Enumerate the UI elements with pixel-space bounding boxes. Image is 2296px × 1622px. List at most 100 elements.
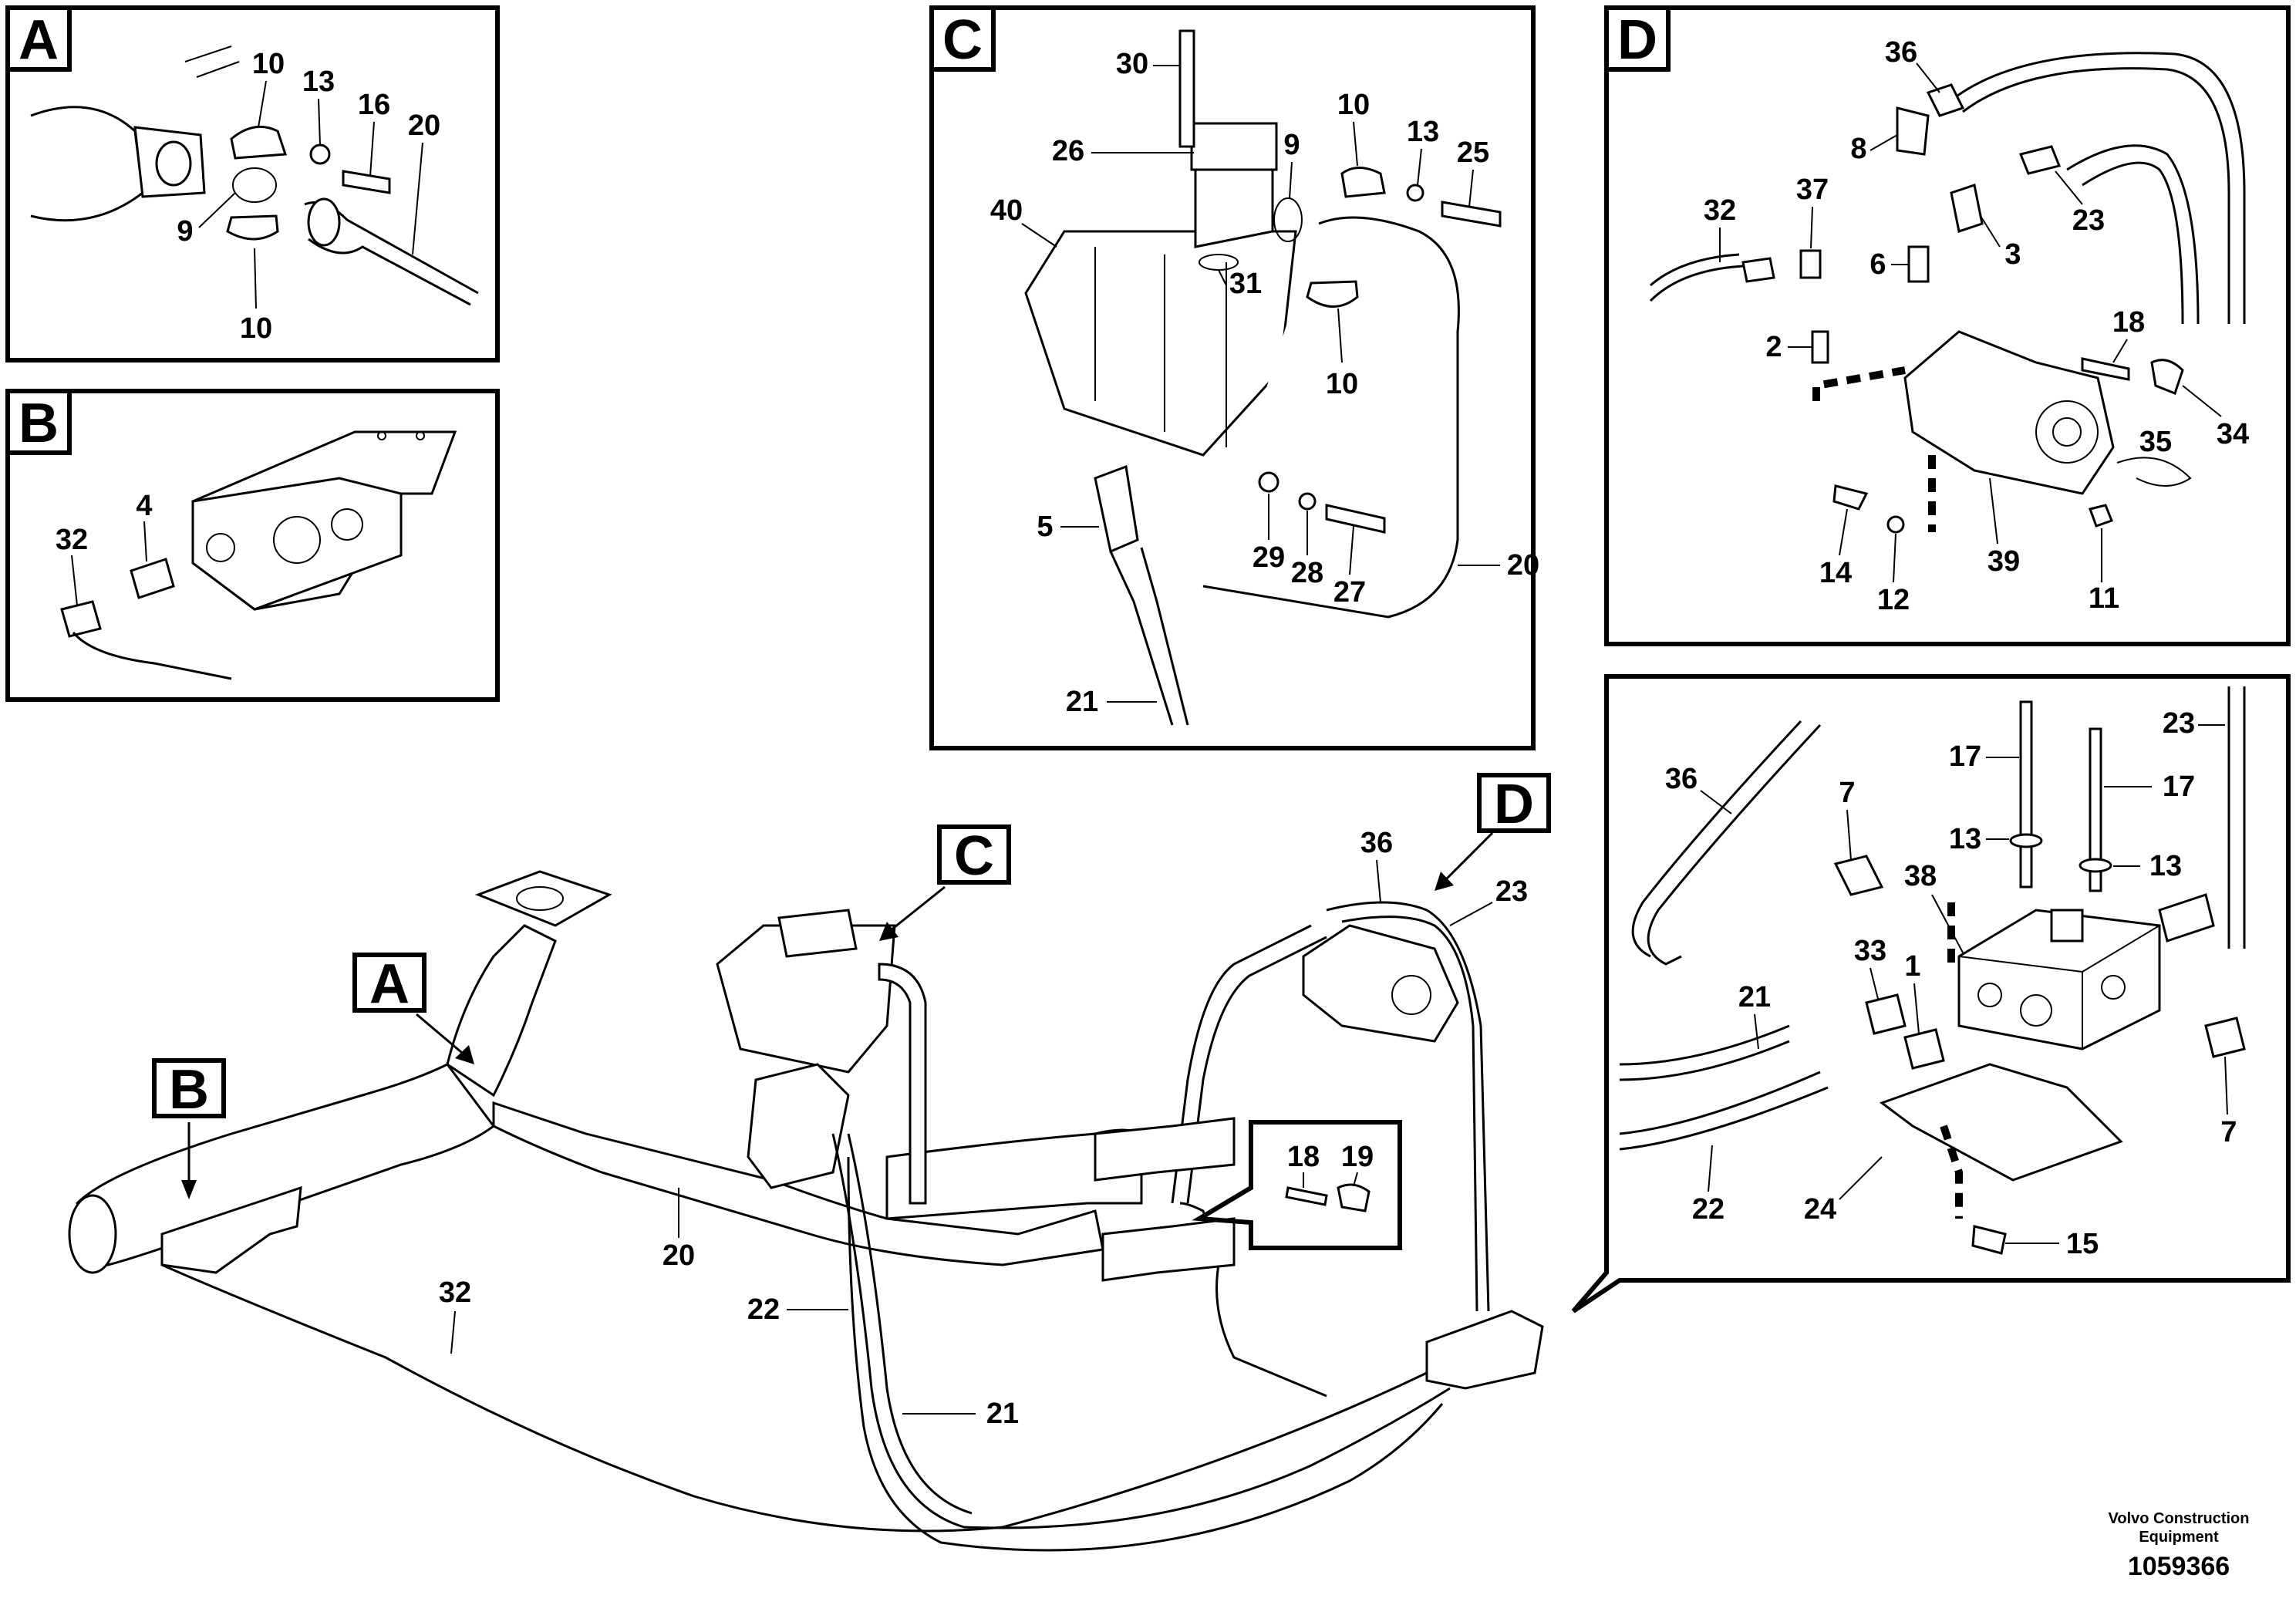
callout-d-2: 2	[1765, 331, 1782, 363]
detail-panel-a: A 10 13 16 20 9 10	[5, 5, 500, 363]
panel-a-letter: A	[19, 9, 59, 71]
leader-line	[1893, 533, 1896, 583]
hose-20	[492, 1101, 1104, 1266]
leader-line	[1700, 790, 1732, 814]
hydraulic-motor	[1302, 924, 1459, 1043]
gear-pump-40	[1024, 230, 1297, 457]
callout-c-20: 20	[1507, 549, 1539, 582]
leader-line	[1989, 477, 1998, 545]
leader-line	[1353, 121, 1358, 167]
hose-fitting	[307, 197, 341, 247]
adapter-37	[1799, 249, 1822, 279]
marker-b-letter: B	[169, 1059, 209, 1121]
valve-port	[2020, 994, 2052, 1027]
clamp-19	[1337, 1183, 1371, 1212]
main-assembly: C D A B 18 19	[68, 773, 1551, 1552]
pump-sections	[1094, 247, 1227, 447]
callout-d-8: 8	[1850, 133, 1866, 165]
elbow-5	[1094, 464, 1139, 554]
elbow-7b	[2204, 1017, 2246, 1058]
callout-b-32: 32	[56, 524, 88, 556]
leader-line	[1708, 1145, 1713, 1192]
panel-valve-frame	[1571, 674, 2291, 1313]
leader-line	[1931, 894, 1964, 953]
flange-port	[155, 140, 192, 187]
valve-block	[1425, 1310, 1544, 1390]
marker-d-box	[1477, 773, 1551, 833]
exhaust-flange	[474, 870, 612, 927]
leader-line	[2112, 339, 2128, 363]
panel-d-frame	[1604, 5, 2291, 646]
bolt-16	[342, 170, 391, 194]
pump-mount	[747, 1063, 850, 1189]
leader-line	[1021, 223, 1057, 248]
callout-e-33: 33	[1854, 935, 1886, 967]
hose-23-e	[2227, 686, 2246, 949]
callout-main-19: 19	[1341, 1141, 1374, 1173]
fitting-36	[1926, 83, 1965, 117]
fitting-2	[1811, 330, 1829, 364]
clamp-10-bottom	[1306, 280, 1359, 308]
leader-line	[1870, 967, 1879, 1000]
hose-21-c	[1109, 547, 1189, 726]
tube-end	[68, 1194, 117, 1274]
marker-b-box	[152, 1058, 226, 1118]
o-ring-9	[232, 167, 277, 203]
block-port-1	[206, 533, 235, 562]
cable-tie-35	[2116, 457, 2192, 487]
hose-end-32-d	[1741, 257, 1775, 283]
bolt-17b	[2089, 727, 2102, 892]
valve-port	[1977, 983, 2002, 1007]
screw-18	[2081, 357, 2130, 381]
marker-d: D	[1435, 773, 1551, 891]
leader-line	[450, 1310, 456, 1354]
adapter-33	[1865, 993, 1907, 1035]
marker-arrow	[416, 1013, 467, 1058]
callout-a-16: 16	[358, 89, 390, 121]
panel-d-letter-box	[1604, 5, 1671, 72]
marker-arrowhead	[1435, 872, 1454, 891]
motor-flange	[2035, 400, 2099, 464]
hose-21	[831, 1133, 1451, 1529]
panel-c-letter-box	[929, 5, 996, 72]
marker-arrowhead	[879, 922, 899, 941]
adapter-6	[1907, 245, 1930, 283]
callout-d-23: 23	[2072, 204, 2105, 237]
hose-32-d	[1649, 253, 1744, 302]
pump-hose	[878, 963, 927, 1205]
leader-line	[258, 80, 267, 128]
callout-b-4: 4	[136, 490, 152, 522]
leader-line	[1337, 308, 1343, 363]
leader-line	[1916, 62, 1940, 93]
marker-c-letter: C	[954, 825, 994, 887]
block-26-top	[1190, 122, 1278, 171]
callout-d-37: 37	[1796, 174, 1829, 206]
hose-36	[1171, 924, 1327, 1204]
washer-12	[1886, 515, 1905, 534]
leader-line	[1810, 206, 1813, 249]
callout-e-7b: 7	[2220, 1116, 2237, 1148]
detail-panel-b: B 32 4	[5, 389, 500, 702]
callout-main-22: 22	[747, 1293, 780, 1326]
leader-line	[1839, 1156, 1883, 1200]
pipe-bracket	[184, 46, 240, 78]
block-port-3	[331, 508, 363, 541]
document-number: 1059366	[2128, 1552, 2230, 1581]
callout-a-20: 20	[408, 110, 440, 142]
marker-d-letter: D	[1494, 774, 1534, 835]
callout-main-23: 23	[1495, 875, 1528, 908]
callout-e-22: 22	[1692, 1193, 1725, 1226]
motor-shaft	[2052, 417, 2082, 447]
panel-b-letter-box	[5, 389, 72, 455]
connector-block-b	[160, 1185, 302, 1274]
callout-a-10: 10	[252, 48, 285, 80]
callout-d-34: 34	[2217, 418, 2249, 450]
callout-c-27: 27	[1333, 576, 1366, 609]
callout-c-29: 29	[1253, 541, 1285, 574]
nut-11	[2089, 504, 2113, 528]
leader-line	[1449, 902, 1493, 926]
bracket-hole	[377, 431, 386, 440]
inset-clamp-detail: 18 19	[1192, 1120, 1402, 1250]
detail-panel-valve: 23 36 7 17 17 13 13 38 33 21 1 22 24 15 …	[1571, 674, 2291, 1313]
callout-c-13: 13	[1407, 116, 1439, 148]
